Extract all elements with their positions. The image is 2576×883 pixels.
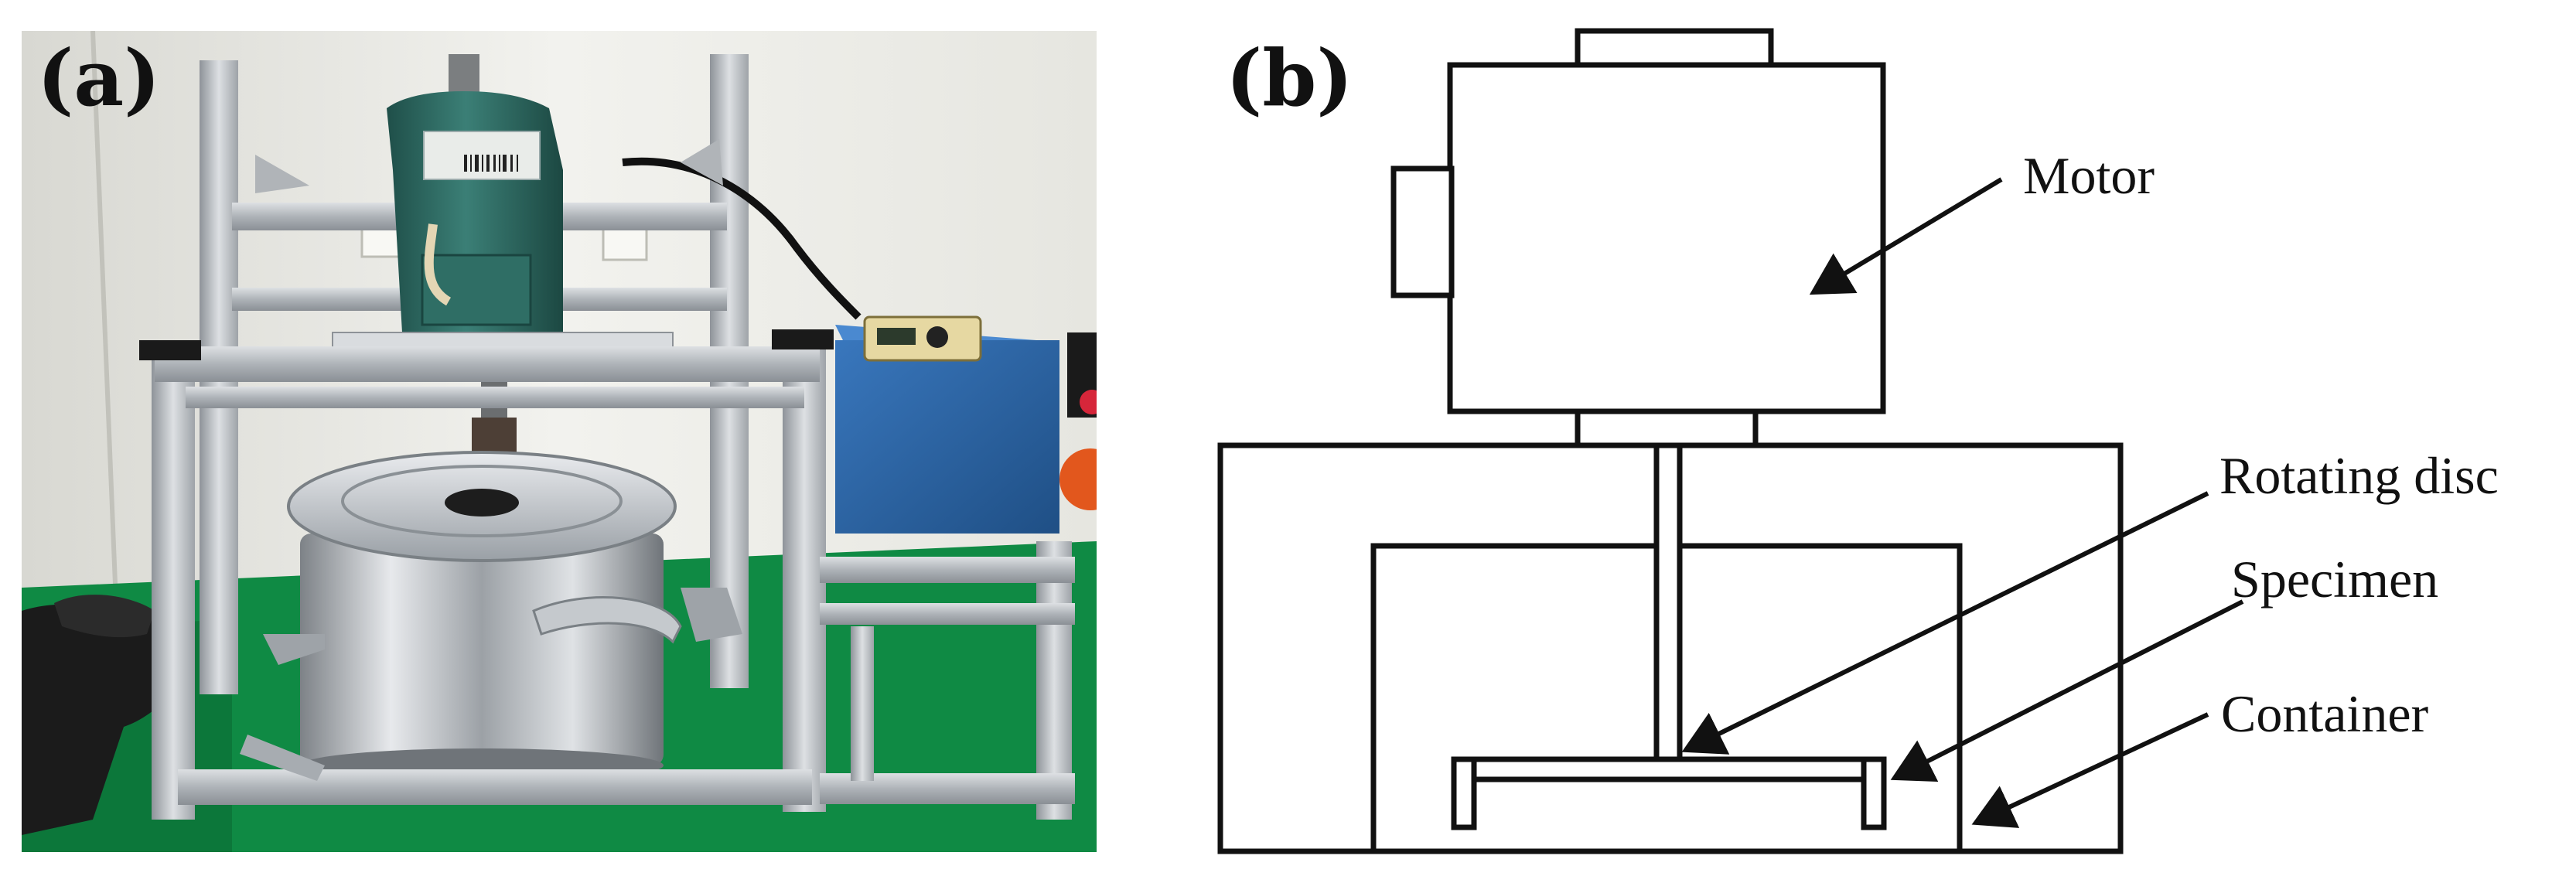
frame-bottom-front	[178, 769, 812, 805]
corner-cap-left	[139, 340, 201, 360]
pot-handle	[532, 596, 682, 644]
specimen-right	[1861, 756, 1887, 830]
rotating-shaft	[1653, 442, 1683, 764]
motor-cable-white	[424, 223, 452, 306]
rotating-disc	[1451, 756, 1887, 782]
frame-upright-front-mid	[783, 332, 826, 812]
motor-label: Motor	[2023, 146, 2155, 205]
frame-upright-front-left	[152, 340, 195, 820]
panel-a-label: (a)	[37, 32, 160, 124]
support-arm-left	[263, 634, 325, 665]
frame-side-mid-2	[820, 603, 1075, 625]
lid-hole	[445, 489, 519, 517]
wall-corner	[90, 31, 118, 604]
diagonal-brace	[240, 735, 325, 781]
power-cable	[622, 157, 862, 320]
support-arm-right	[681, 588, 742, 642]
panel-b-label: (b)	[1226, 32, 1353, 124]
panel-b-schematic: (b) Motor Rotating disc Specimen Contain…	[1217, 28, 2499, 854]
bracket-left	[255, 155, 309, 193]
control-box	[835, 340, 1059, 534]
red-flower	[1080, 390, 1097, 414]
black-gloves	[22, 604, 193, 835]
rotating-disc-label: Rotating disc	[2219, 446, 2499, 505]
bracket-right	[681, 139, 723, 186]
steel-pot-lid-inner	[341, 465, 623, 537]
control-display	[877, 328, 916, 345]
orange-flower	[1059, 448, 1097, 510]
motor-side-port	[1390, 165, 1455, 298]
black-gloves-2	[54, 595, 155, 638]
motor-bottom-flange	[1575, 408, 1759, 448]
frame-top-front-2	[186, 387, 804, 408]
frame-side-inner	[851, 626, 874, 781]
specimen-label: Specimen	[2231, 550, 2438, 609]
steel-pot-body	[300, 534, 664, 765]
motor-terminal-box	[421, 254, 532, 326]
barcode	[464, 155, 518, 172]
specimen-left	[1451, 756, 1477, 830]
container-arrow	[1971, 712, 2209, 828]
rotating-disc-arrow	[1681, 491, 2209, 755]
corner-cap-right	[772, 329, 834, 349]
motor-arrow	[1809, 177, 2003, 295]
motor-top-cap	[1575, 28, 1774, 70]
frame-side-mid	[820, 557, 1075, 583]
specimen-arrow	[1890, 599, 2244, 782]
panel-a-photo: (a)	[22, 31, 1097, 852]
frame-top-front	[155, 346, 820, 382]
container-label: Container	[2221, 684, 2429, 743]
wall-socket-2	[602, 224, 648, 261]
motor-box	[1447, 62, 1886, 414]
control-knob	[926, 326, 948, 348]
